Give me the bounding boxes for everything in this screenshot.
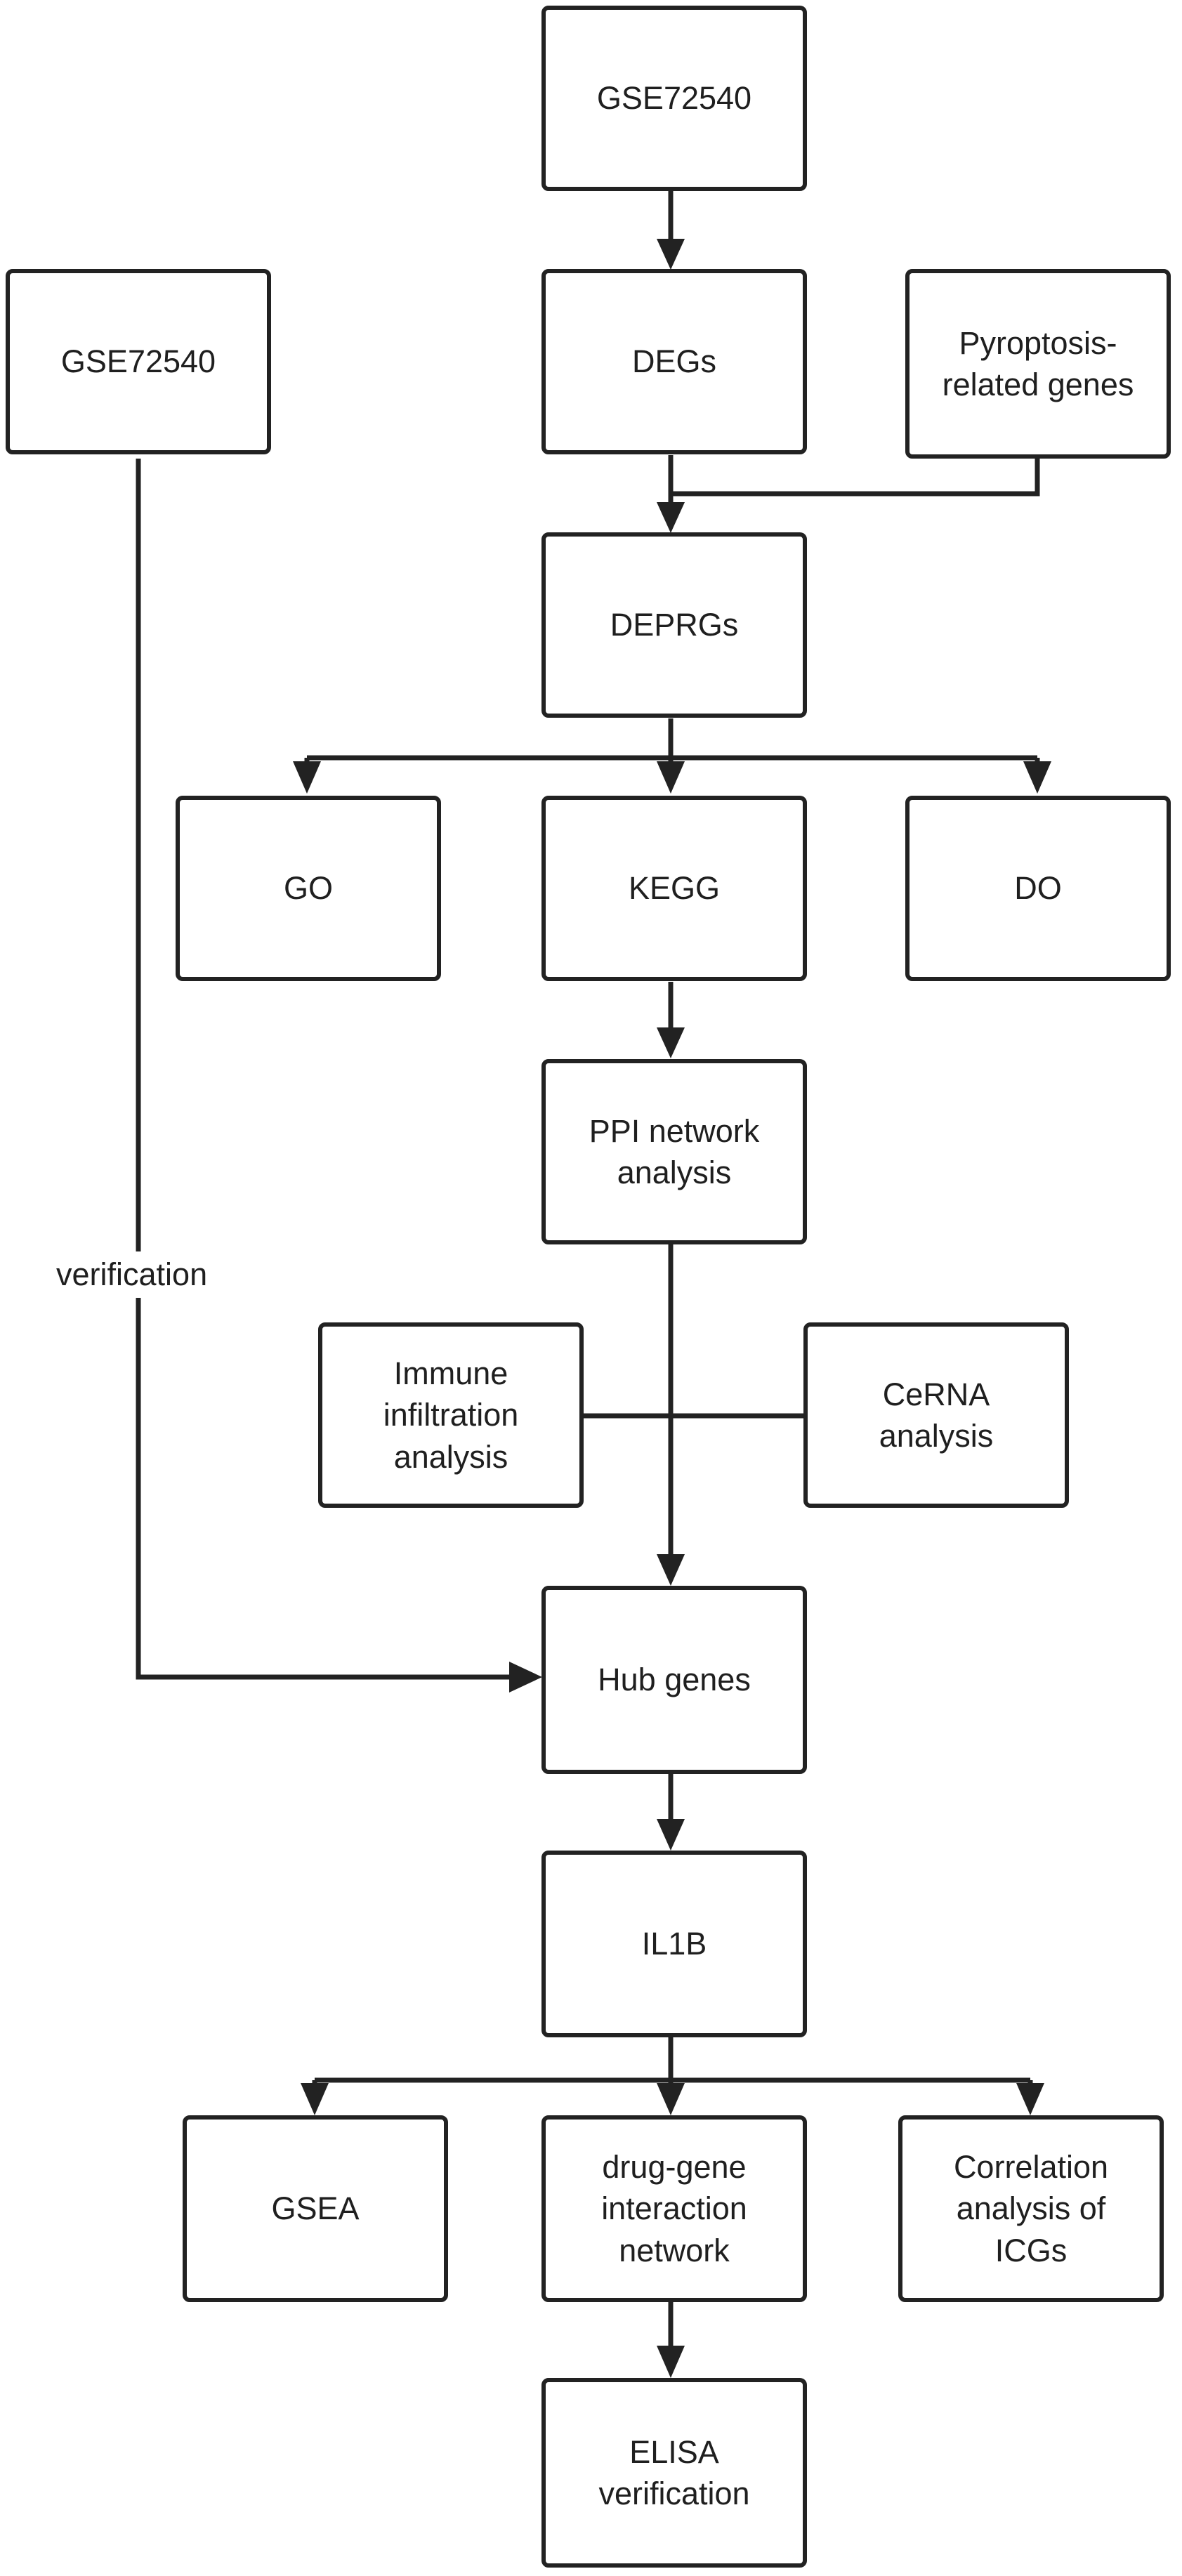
arrowhead-do xyxy=(1023,761,1051,794)
node-cerna: CeRNA analysis xyxy=(803,1322,1069,1508)
node-do: DO xyxy=(905,796,1171,981)
arrowhead-il1b xyxy=(657,1819,685,1851)
node-drug-gene: drug-gene interaction network xyxy=(541,2115,807,2302)
arrowhead-deprgs xyxy=(657,502,685,533)
node-correlation: Correlation analysis of ICGs xyxy=(898,2115,1164,2302)
node-kegg-label: KEGG xyxy=(628,870,721,907)
verification-label: verification xyxy=(53,1251,211,1298)
node-go-label: GO xyxy=(283,870,333,907)
node-deprgs-label: DEPRGs xyxy=(610,607,739,643)
node-immune: Immune infiltration analysis xyxy=(318,1322,584,1508)
arrowhead-go xyxy=(293,761,321,794)
node-elisa: ELISA verification xyxy=(541,2378,807,2568)
node-gse72540-left-label: GSE72540 xyxy=(60,343,216,380)
node-degs-label: DEGs xyxy=(631,343,716,380)
arrowhead-kegg xyxy=(657,761,685,794)
edge-verification xyxy=(136,459,513,1680)
node-gsea: GSEA xyxy=(183,2115,448,2302)
node-gsea-label: GSEA xyxy=(271,2190,360,2227)
node-il1b: IL1B xyxy=(541,1851,807,2037)
arrowhead-degs xyxy=(657,239,685,270)
node-kegg: KEGG xyxy=(541,796,807,981)
node-do-label: DO xyxy=(1014,870,1062,907)
node-immune-label: Immune infiltration analysis xyxy=(383,1355,519,1475)
node-hub-genes: Hub genes xyxy=(541,1586,807,1774)
arrowhead-hub xyxy=(657,1554,685,1586)
node-gse72540-top-label: GSE72540 xyxy=(596,80,752,117)
node-pyroptosis: Pyroptosis- related genes xyxy=(905,269,1171,459)
arrowhead-correlation xyxy=(1016,2083,1044,2115)
edge-pyroptosis-merge xyxy=(671,459,1040,497)
node-correlation-label: Correlation analysis of ICGs xyxy=(953,2148,1109,2268)
node-pyroptosis-label: Pyroptosis- related genes xyxy=(942,324,1134,402)
node-elisa-label: ELISA verification xyxy=(598,2433,750,2511)
node-gse72540-top: GSE72540 xyxy=(541,6,807,191)
node-deprgs: DEPRGs xyxy=(541,532,807,718)
node-gse72540-left: GSE72540 xyxy=(6,269,271,454)
arrowhead-ppi xyxy=(657,1027,685,1058)
node-il1b-label: IL1B xyxy=(641,1926,707,1962)
arrowhead-drug xyxy=(657,2083,685,2115)
node-hub-genes-label: Hub genes xyxy=(598,1662,751,1698)
node-cerna-label: CeRNA analysis xyxy=(879,1376,994,1454)
arrowhead-elisa xyxy=(657,2346,685,2378)
node-ppi: PPI network analysis xyxy=(541,1059,807,1244)
node-go: GO xyxy=(176,796,441,981)
arrowhead-verification xyxy=(509,1662,542,1693)
node-degs: DEGs xyxy=(541,269,807,454)
arrowhead-gsea xyxy=(301,2083,329,2115)
node-drug-gene-label: drug-gene interaction network xyxy=(601,2148,747,2268)
node-ppi-label: PPI network analysis xyxy=(589,1112,760,1190)
